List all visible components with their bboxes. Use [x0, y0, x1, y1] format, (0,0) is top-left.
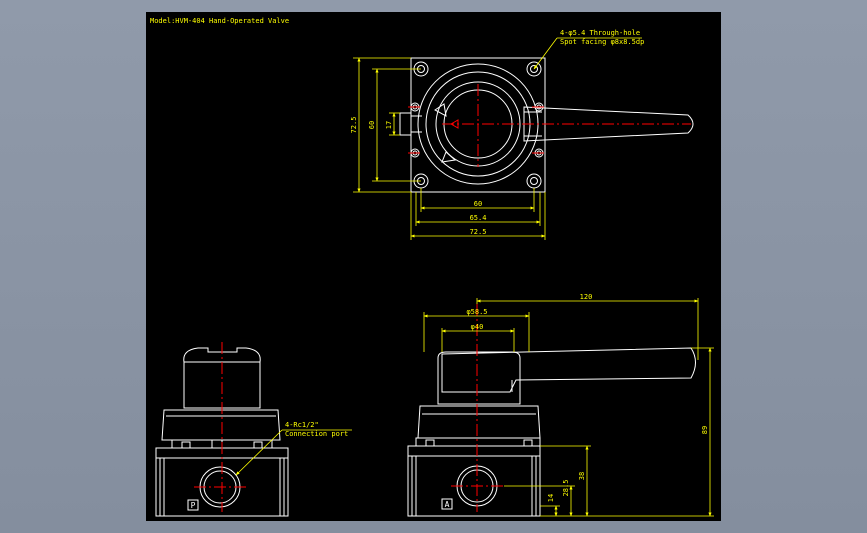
cad-drawing: Model:HVM-404 Hand-Operated Valve: [150, 17, 714, 517]
front-port-label: P: [191, 501, 196, 510]
top-centerlines: [408, 84, 691, 167]
dim-14: 14: [547, 494, 555, 502]
dim-38: 38: [578, 472, 586, 480]
top-horizontal-dims: [410, 188, 546, 240]
side-vertical-dims: [504, 347, 714, 517]
front-upper-body: [161, 409, 281, 441]
side-view: [407, 347, 696, 517]
dim-width-725: 72.5: [470, 228, 487, 236]
dim-height-60: 60: [368, 121, 376, 129]
handle-side: [441, 347, 696, 393]
side-horizontal-dims: [423, 298, 699, 360]
dim-width-60: 60: [474, 200, 482, 208]
side-cap: [437, 351, 521, 405]
dim-120: 120: [580, 293, 593, 301]
side-upper-body: [417, 405, 541, 439]
side-centerlines: [451, 304, 504, 512]
top-vertical-dims: [353, 57, 421, 193]
dim-285: 28.5: [562, 480, 570, 497]
dim-dia-40: φ40: [471, 323, 484, 331]
dim-height-17: 17: [385, 121, 393, 129]
port-note-leader: [235, 429, 352, 476]
port-note-2: Connection port: [285, 430, 348, 438]
dim-width-654: 65.4: [470, 214, 487, 222]
side-base: [407, 445, 541, 517]
side-port-label: A: [445, 500, 450, 509]
drawing-sheet: Model:HVM-404 Hand-Operated Valve: [146, 12, 721, 521]
hole-note-2: Spot facing φ8x8.5dp: [560, 38, 644, 46]
front-cap: [183, 347, 261, 409]
front-centerlines: [194, 342, 246, 512]
drawing-title: Model:HVM-404 Hand-Operated Valve: [150, 17, 289, 25]
top-view: [399, 57, 694, 193]
hole-note-leader: [533, 37, 642, 70]
handle-top: [523, 106, 694, 142]
left-nub: [399, 112, 412, 136]
port-note-1: 4-Rc1/2": [285, 421, 319, 429]
bolt-holes: [413, 61, 542, 189]
hole-note-1: 4-φ5.4 Through-hole: [560, 29, 640, 37]
dim-89: 89: [701, 426, 709, 434]
dim-dia-585: φ58.5: [466, 308, 487, 316]
dim-height-725: 72.5: [350, 117, 358, 134]
